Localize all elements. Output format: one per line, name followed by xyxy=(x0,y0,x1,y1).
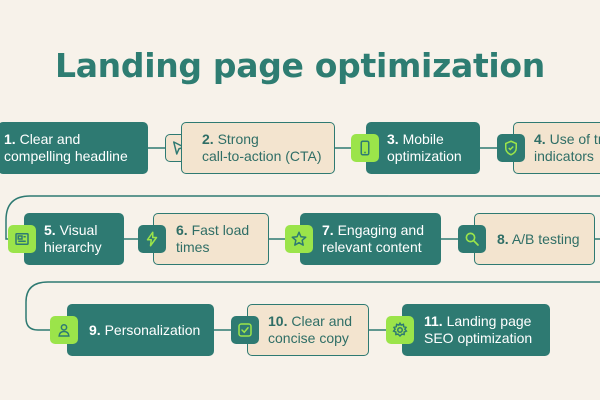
step-label: Use of trust xyxy=(549,131,600,147)
step-label: Landing page xyxy=(446,313,532,329)
step-label: Clear and xyxy=(291,313,353,329)
step-label: times xyxy=(176,239,210,255)
step-label: optimization xyxy=(387,148,462,164)
step-label: SEO optimization xyxy=(424,330,533,346)
step-4-card: 4. Use of trust indicators xyxy=(513,122,600,174)
step-label: Strong xyxy=(217,131,259,147)
layout-icon xyxy=(8,225,36,253)
page-title: Landing page optimization xyxy=(54,46,545,85)
step-number: 6. xyxy=(176,222,188,238)
step-label: Mobile xyxy=(402,131,444,147)
step-label: hierarchy xyxy=(44,239,102,255)
step-2-card: 2. Strong call-to-action (CTA) xyxy=(181,122,335,174)
star-icon xyxy=(285,225,313,253)
step-6-card: 6. Fast load times xyxy=(153,213,269,265)
step-label: concise copy xyxy=(268,330,349,346)
step-label: A/B testing xyxy=(511,230,580,247)
step-7-card: 7. Engaging and relevant content xyxy=(300,213,441,265)
step-label: compelling headline xyxy=(4,148,128,164)
search-icon xyxy=(458,225,486,253)
step-label: Personalization xyxy=(104,321,201,338)
step-10-card: 10. Clear and concise copy xyxy=(247,304,369,356)
gear-icon xyxy=(386,316,414,344)
shield-icon xyxy=(497,134,525,162)
step-11-card: 11. Landing page SEO optimization xyxy=(402,304,550,356)
step-number: 7. xyxy=(322,222,334,238)
mobile-icon xyxy=(351,134,379,162)
step-label: Fast load xyxy=(191,222,250,238)
step-number: 1. xyxy=(4,131,16,147)
step-number: 8. xyxy=(497,230,509,247)
step-label: call-to-action (CTA) xyxy=(202,148,322,164)
step-label: Engaging and xyxy=(337,222,424,238)
step-5-card: 5. Visual hierarchy xyxy=(24,213,124,265)
step-number: 10. xyxy=(268,313,288,329)
step-label: Visual xyxy=(59,222,98,238)
step-number: 4. xyxy=(534,131,546,147)
step-number: 9. xyxy=(89,321,101,338)
lightning-icon xyxy=(138,225,166,253)
step-number: 11. xyxy=(424,313,443,329)
step-label: relevant content xyxy=(322,239,422,255)
connector xyxy=(5,195,600,240)
user-icon xyxy=(50,316,78,344)
step-number: 5. xyxy=(44,222,56,238)
step-number: 2. xyxy=(202,131,214,147)
step-8-card: 8. A/B testing xyxy=(474,213,595,265)
step-number: 3. xyxy=(387,131,399,147)
step-label: Clear and xyxy=(19,131,81,147)
step-3-card: 3. Mobile optimization xyxy=(366,122,480,174)
connector xyxy=(25,281,600,331)
checkbox-icon xyxy=(231,316,259,344)
step-9-card: 9. Personalization xyxy=(67,304,214,356)
step-1-card: 1. Clear and compelling headline xyxy=(0,122,148,174)
step-label: indicators xyxy=(534,148,594,164)
